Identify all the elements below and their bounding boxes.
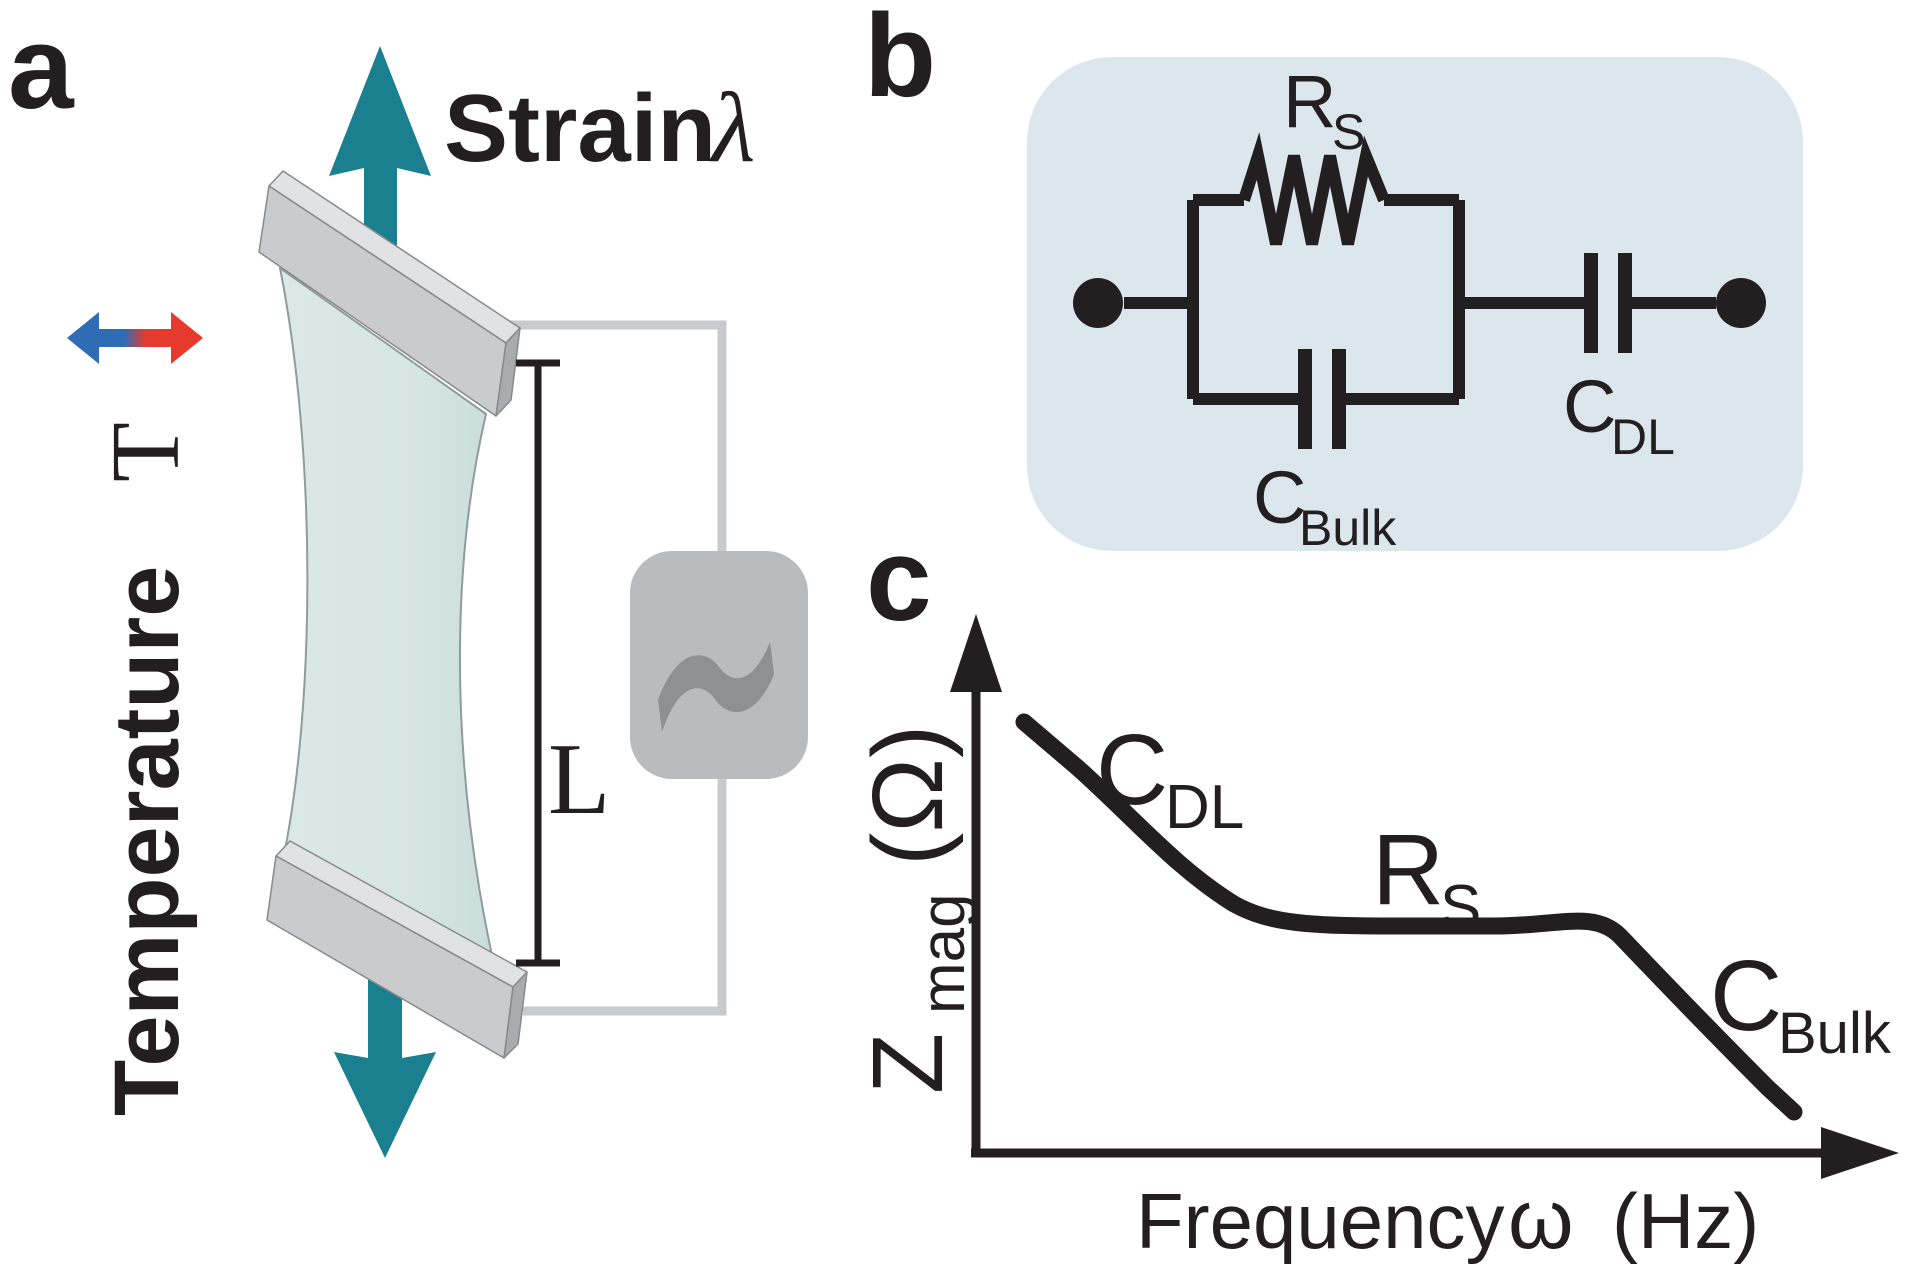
circuit-wires bbox=[1124, 132, 1716, 405]
y-axis-label: Z mag (Ω) bbox=[852, 725, 978, 1094]
length-symbol: L bbox=[548, 723, 610, 836]
ac-waveform-icon bbox=[658, 642, 774, 732]
y-axis-arrowhead-icon bbox=[950, 614, 1002, 692]
series-resistance-label: R S bbox=[1283, 60, 1365, 160]
curve-label-cdl: C DL bbox=[1096, 714, 1244, 842]
svg-text:Z: Z bbox=[852, 1033, 964, 1094]
svg-text:(Ω): (Ω) bbox=[852, 725, 964, 866]
panel-a-letter: a bbox=[8, 2, 75, 134]
right-terminal-dot bbox=[1716, 278, 1766, 328]
bottom-clamp bbox=[266, 840, 528, 1059]
electrode-wire bbox=[506, 320, 727, 1016]
svg-text:ω: ω bbox=[1508, 1172, 1574, 1266]
x-axis-label: Frequency ω (Hz) bbox=[1136, 1172, 1759, 1266]
curve-label-rs: R S bbox=[1372, 814, 1481, 942]
svg-text:Frequency: Frequency bbox=[1136, 1177, 1505, 1265]
svg-text:DL: DL bbox=[1165, 773, 1244, 842]
svg-text:Bulk: Bulk bbox=[1778, 1001, 1892, 1066]
strain-up-arrow-icon bbox=[329, 46, 431, 254]
length-measure-bracket bbox=[516, 359, 560, 967]
axes-lines bbox=[971, 690, 1830, 1158]
svg-text:C: C bbox=[1253, 456, 1306, 539]
temperature-gradient-arrow-icon bbox=[67, 312, 203, 364]
resistor-zigzag-icon bbox=[1238, 132, 1390, 246]
strain-label: Strain bbox=[444, 75, 716, 182]
svg-text:S: S bbox=[1332, 104, 1365, 160]
circuit-panel-background bbox=[1027, 57, 1803, 551]
svg-text:(Hz): (Hz) bbox=[1612, 1177, 1759, 1265]
ac-source-box bbox=[630, 551, 808, 779]
panel-a-sample-schematic: a Strain λ Temperature T bbox=[8, 2, 808, 1158]
bulk-capacitance-label: C Bulk bbox=[1253, 456, 1397, 556]
temperature-label: Temperature bbox=[96, 566, 198, 1116]
bulk-capacitor-icon bbox=[1298, 349, 1346, 449]
svg-text:Bulk: Bulk bbox=[1299, 500, 1397, 556]
svg-text:C: C bbox=[1096, 714, 1168, 826]
svg-text:R: R bbox=[1283, 60, 1336, 143]
curve-label-cbulk: C Bulk bbox=[1710, 940, 1892, 1066]
double-layer-capacitance-label: C DL bbox=[1563, 365, 1675, 465]
panel-b-letter: b bbox=[864, 0, 936, 122]
strain-symbol: λ bbox=[709, 72, 755, 183]
left-terminal-dot bbox=[1073, 278, 1123, 328]
svg-text:mag: mag bbox=[909, 893, 978, 1014]
svg-text:DL: DL bbox=[1611, 409, 1675, 465]
temperature-symbol: T bbox=[92, 422, 200, 482]
x-axis-arrowhead-icon bbox=[1821, 1127, 1899, 1179]
panel-b-equivalent-circuit: b R S C Bulk C DL bbox=[864, 0, 1803, 556]
svg-text:S: S bbox=[1440, 873, 1481, 942]
impedance-curve bbox=[1015, 713, 1803, 1121]
strain-down-arrow-icon bbox=[334, 964, 436, 1158]
svg-text:R: R bbox=[1372, 814, 1444, 926]
panel-c-impedance-sketch: c C DL R S C Bulk Z mag (Ω) Frequency ω bbox=[852, 514, 1899, 1266]
panel-c-letter: c bbox=[866, 514, 932, 646]
svg-text:C: C bbox=[1710, 940, 1782, 1052]
top-clamp bbox=[258, 170, 521, 417]
double-layer-capacitor-icon bbox=[1584, 253, 1632, 353]
svg-text:C: C bbox=[1563, 365, 1616, 448]
